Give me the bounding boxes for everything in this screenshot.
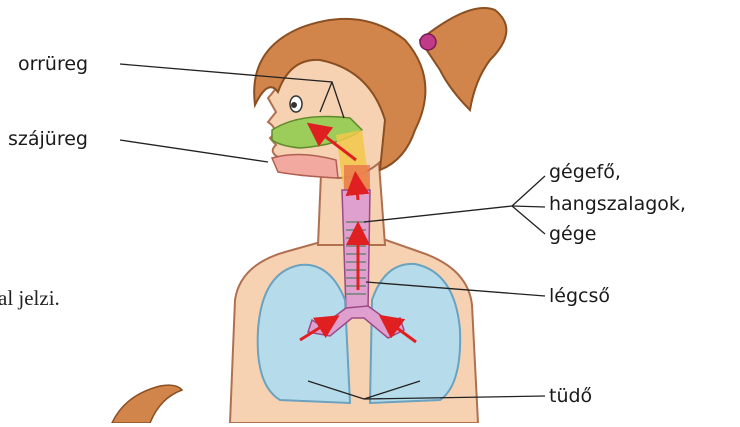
airway — [342, 190, 370, 310]
label-larynx-1: gégefő, — [549, 160, 621, 184]
label-nasal-cavity: orrüreg — [18, 52, 88, 76]
label-oral-cavity: szájüreg — [8, 127, 88, 151]
left-lung — [258, 265, 350, 403]
oral-cavity-area — [272, 154, 338, 178]
partial-shape — [112, 385, 182, 423]
ponytail — [420, 8, 506, 110]
label-trachea: légcső — [549, 284, 610, 308]
hair-tie — [420, 34, 436, 50]
label-larynx-2: hangszalagok, — [549, 192, 686, 216]
text-fragment: al jelzi. — [0, 286, 60, 311]
label-lungs: tüdő — [549, 384, 592, 408]
label-larynx-3: gége — [549, 222, 597, 246]
